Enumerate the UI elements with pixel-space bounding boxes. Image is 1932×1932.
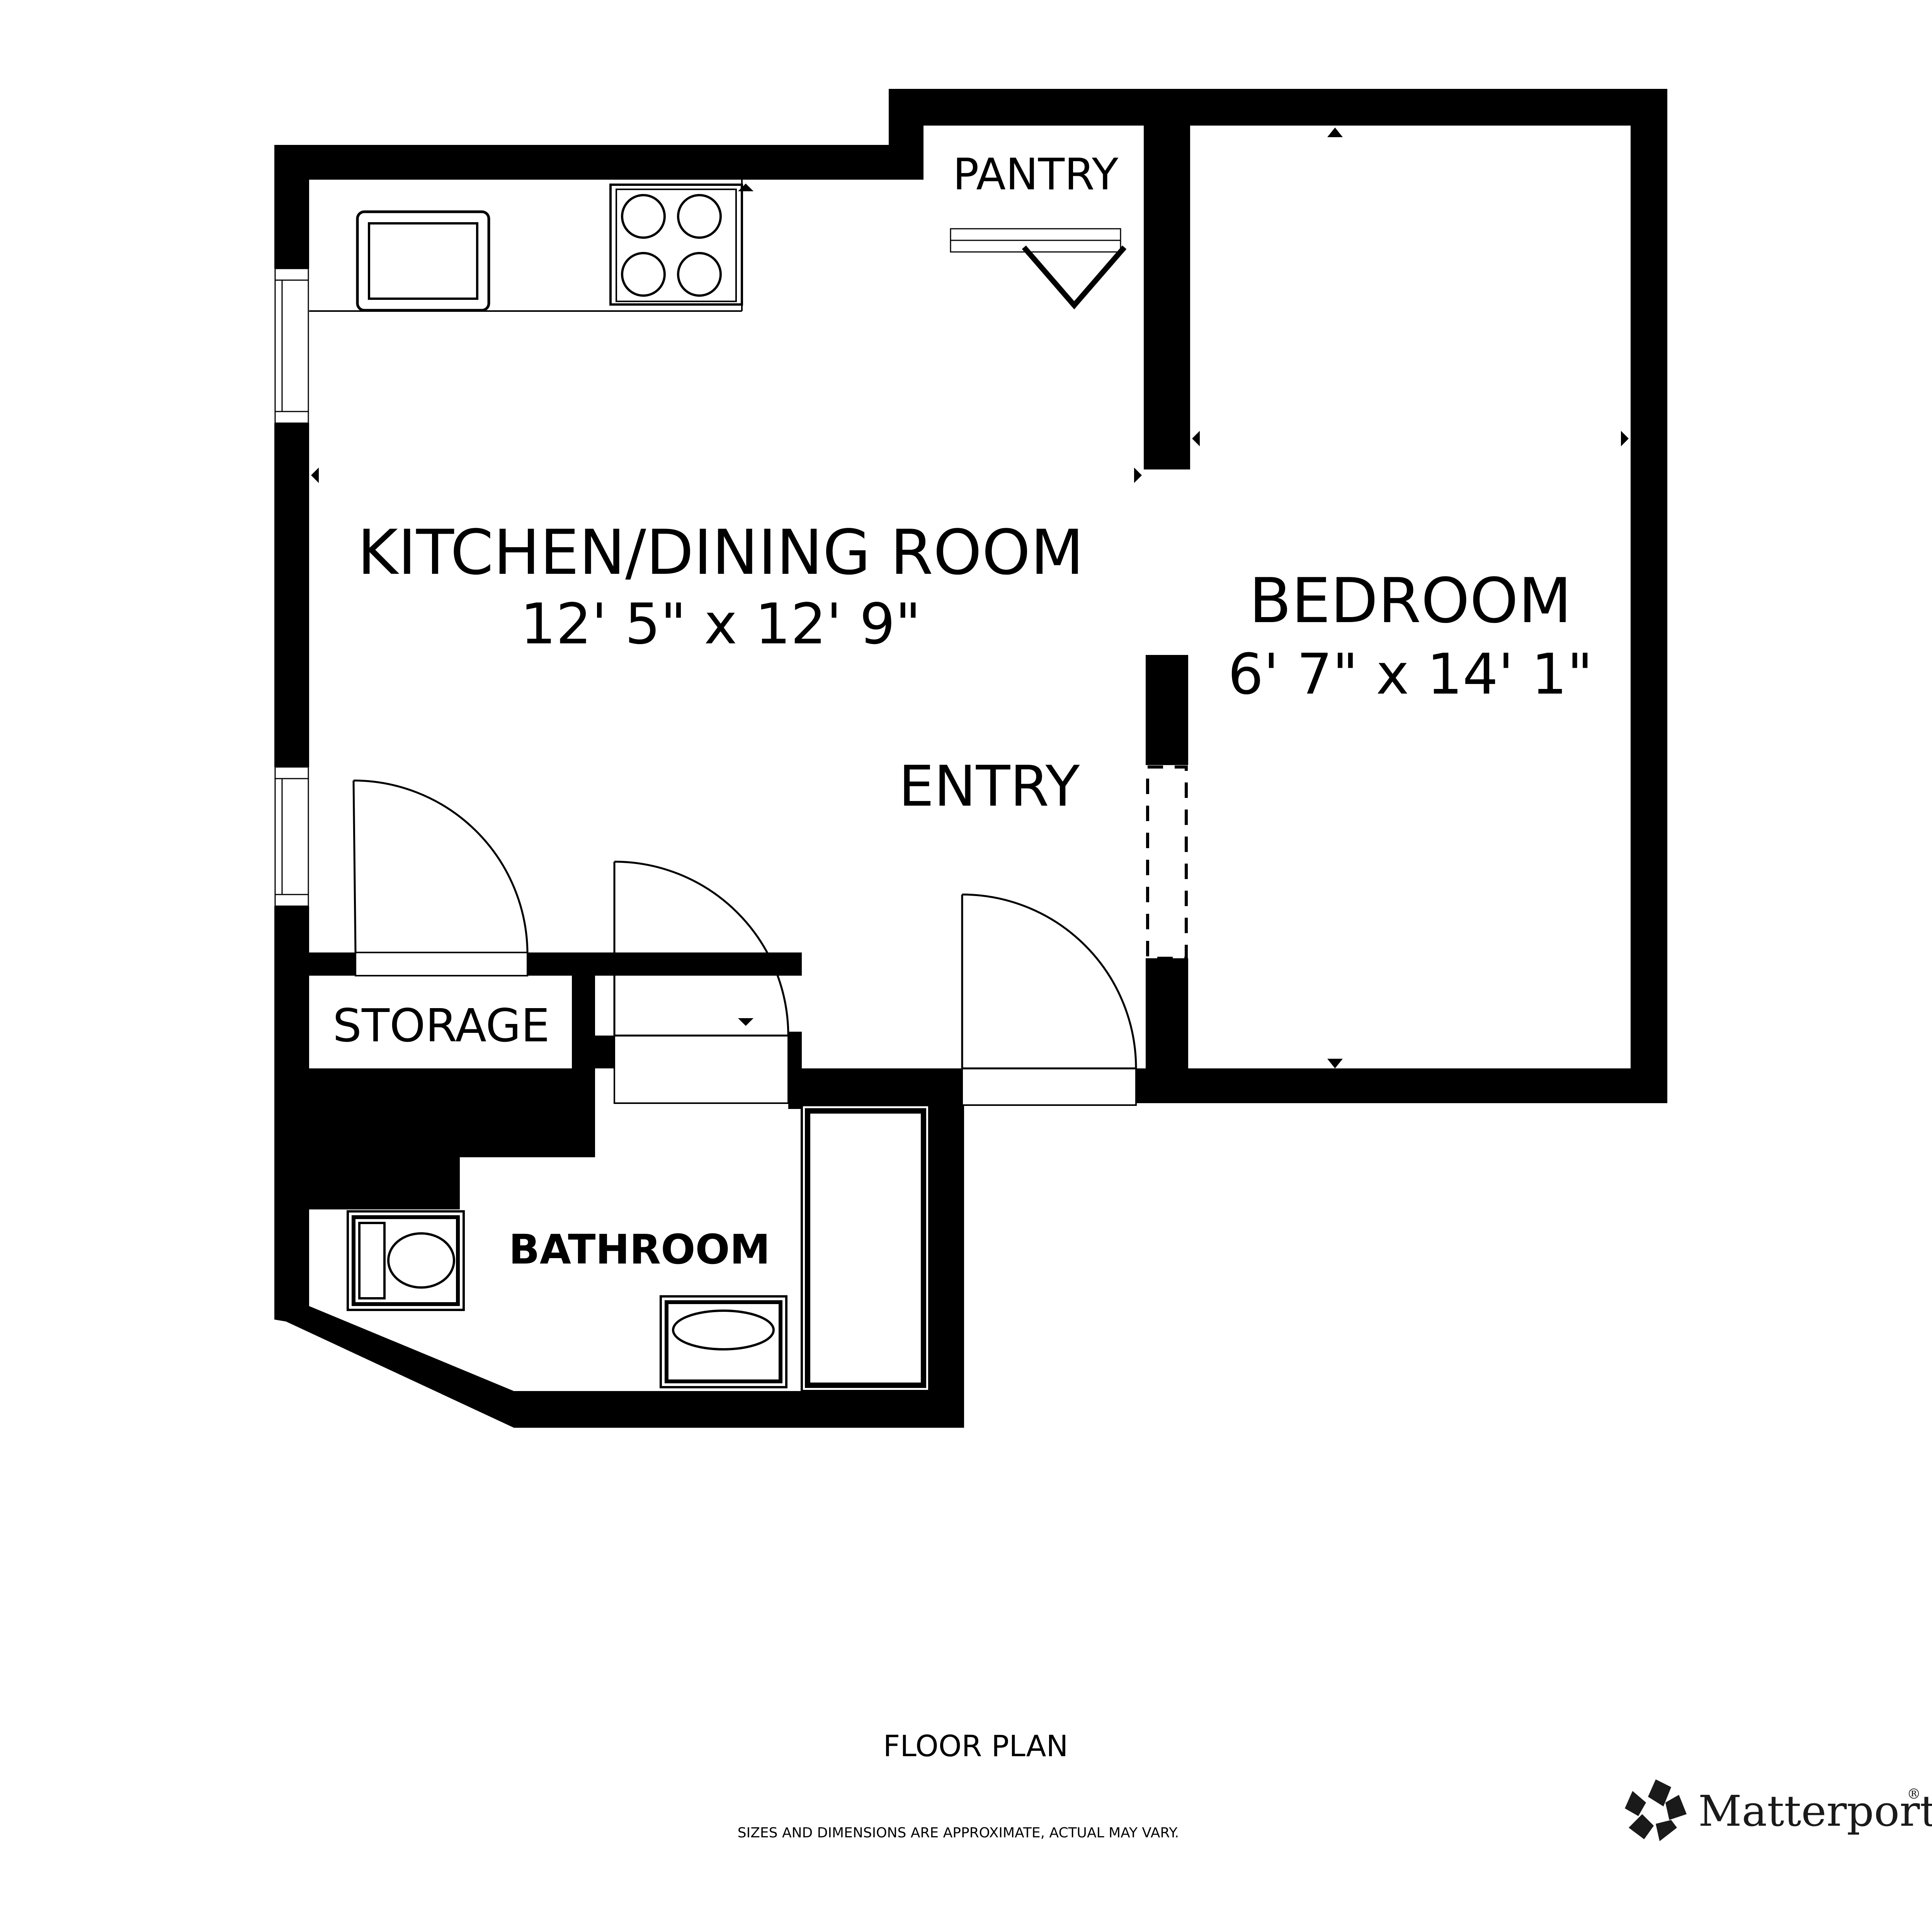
pantry-label: PANTRY (953, 150, 1119, 200)
wall-under-storage (274, 1068, 595, 1157)
windows (274, 268, 309, 907)
bathtub-icon (801, 1104, 930, 1392)
bathroom-door (613, 861, 789, 1104)
matterport-registered: ® (1907, 1786, 1921, 1802)
bedroom-opening (1146, 765, 1188, 960)
matterport-wordmark: Matterport (1698, 1786, 1932, 1836)
wall-top-right (889, 89, 1667, 126)
kitchen-dining-dims: 12' 5" x 12' 9" (520, 592, 921, 657)
wall-bath-right (927, 1032, 964, 1428)
dimension-markers (311, 128, 1629, 1068)
wall-bath-angled (274, 1306, 518, 1428)
pantry-door (950, 228, 1127, 310)
bathroom-sink-icon (660, 1295, 787, 1388)
room-labels: PANTRY KITCHEN/DINING ROOM 12' 5" x 12' … (333, 150, 1593, 1273)
bedroom-dims: 6' 7" x 14' 1" (1228, 642, 1593, 707)
stove-icon (609, 184, 743, 306)
wall-under-storage-2 (274, 1155, 460, 1209)
entry-label: ENTRY (899, 754, 1080, 819)
matterport-mark-icon (1625, 1779, 1687, 1841)
floor-plan-title: FLOOR PLAN (883, 1729, 1068, 1763)
sink-icon (356, 210, 490, 312)
wall-bedroom-right (1631, 89, 1667, 1103)
wall-left-middle (274, 423, 309, 767)
entry-door (961, 893, 1137, 1106)
storage-label: STORAGE (333, 999, 550, 1052)
wall-divider-middle (1146, 655, 1188, 765)
storage-door (352, 779, 529, 976)
footer: FLOOR PLAN SIZES AND DIMENSIONS ARE APPR… (738, 1729, 1179, 1841)
disclaimer: SIZES AND DIMENSIONS ARE APPROXIMATE, AC… (738, 1825, 1179, 1841)
wall-kitchen-top (274, 145, 900, 180)
toilet-icon (347, 1210, 465, 1311)
wall-left-upper (274, 145, 309, 269)
matterport-logo: Matterport ® (1625, 1779, 1932, 1841)
kitchen-dining-label: KITCHEN/DINING ROOM (357, 516, 1084, 588)
window-lower (274, 766, 309, 907)
wall-divider-upper (1144, 124, 1190, 469)
bedroom-label: BEDROOM (1249, 565, 1571, 637)
doors (352, 779, 1137, 1106)
walls (274, 89, 1667, 1428)
bathroom-label: BATHROOM (509, 1226, 770, 1273)
window-upper (274, 268, 309, 424)
wall-bedroom-bottom (1136, 1068, 1667, 1103)
wall-bath-bottom (514, 1391, 964, 1428)
